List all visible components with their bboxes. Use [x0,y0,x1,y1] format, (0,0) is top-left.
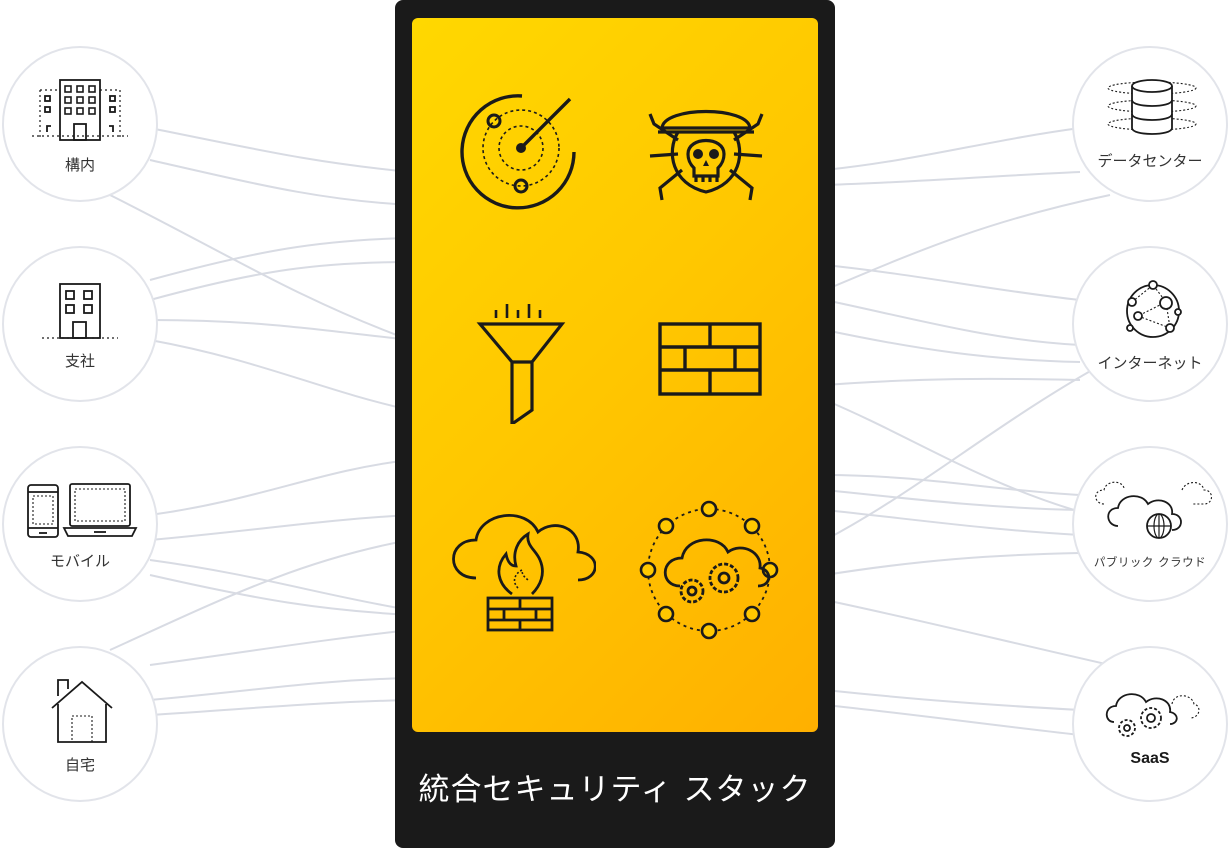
mobile-devices-icon [27,483,138,538]
radar-icon [460,94,576,210]
node-label: 自宅 [64,756,95,774]
security-stack: 統合セキュリティ スタック [395,0,835,848]
cloud-gears-icon [1105,693,1200,737]
cloud-network-gears-icon [639,500,779,640]
house-icon [51,679,113,743]
filter-funnel-icon [476,304,566,424]
node-label: データセンター [1097,152,1203,170]
node-label: パブリック クラウド [1093,555,1207,569]
node-saas: SaaS [1072,646,1228,802]
node-internet: インターネット [1072,246,1228,402]
node-mobile: モバイル [2,446,158,602]
branch-building-icon [42,283,118,339]
node-campus: 構内 [2,46,158,202]
node-label: 支社 [64,352,95,370]
firewall-brick-icon [658,322,762,396]
node-label: 構内 [64,156,95,174]
database-icon [1107,79,1197,135]
stack-panel [412,18,818,732]
node-label: インターネット [1097,354,1203,372]
node-datacenter: データセンター [1072,46,1228,202]
node-home: 自宅 [2,646,158,802]
node-label: SaaS [1130,750,1170,767]
node-branch: 支社 [2,246,158,402]
stack-title: 統合セキュリティ スタック [418,772,812,808]
cloud-globe-icon [1095,481,1213,539]
cloud-firewall-icon [452,514,596,632]
node-label: モバイル [49,552,110,570]
node-publiccloud: パブリック クラウド [1072,446,1228,602]
office-building-icon [32,79,128,141]
malware-bug-icon [648,109,764,201]
network-globe-icon [1126,280,1182,338]
